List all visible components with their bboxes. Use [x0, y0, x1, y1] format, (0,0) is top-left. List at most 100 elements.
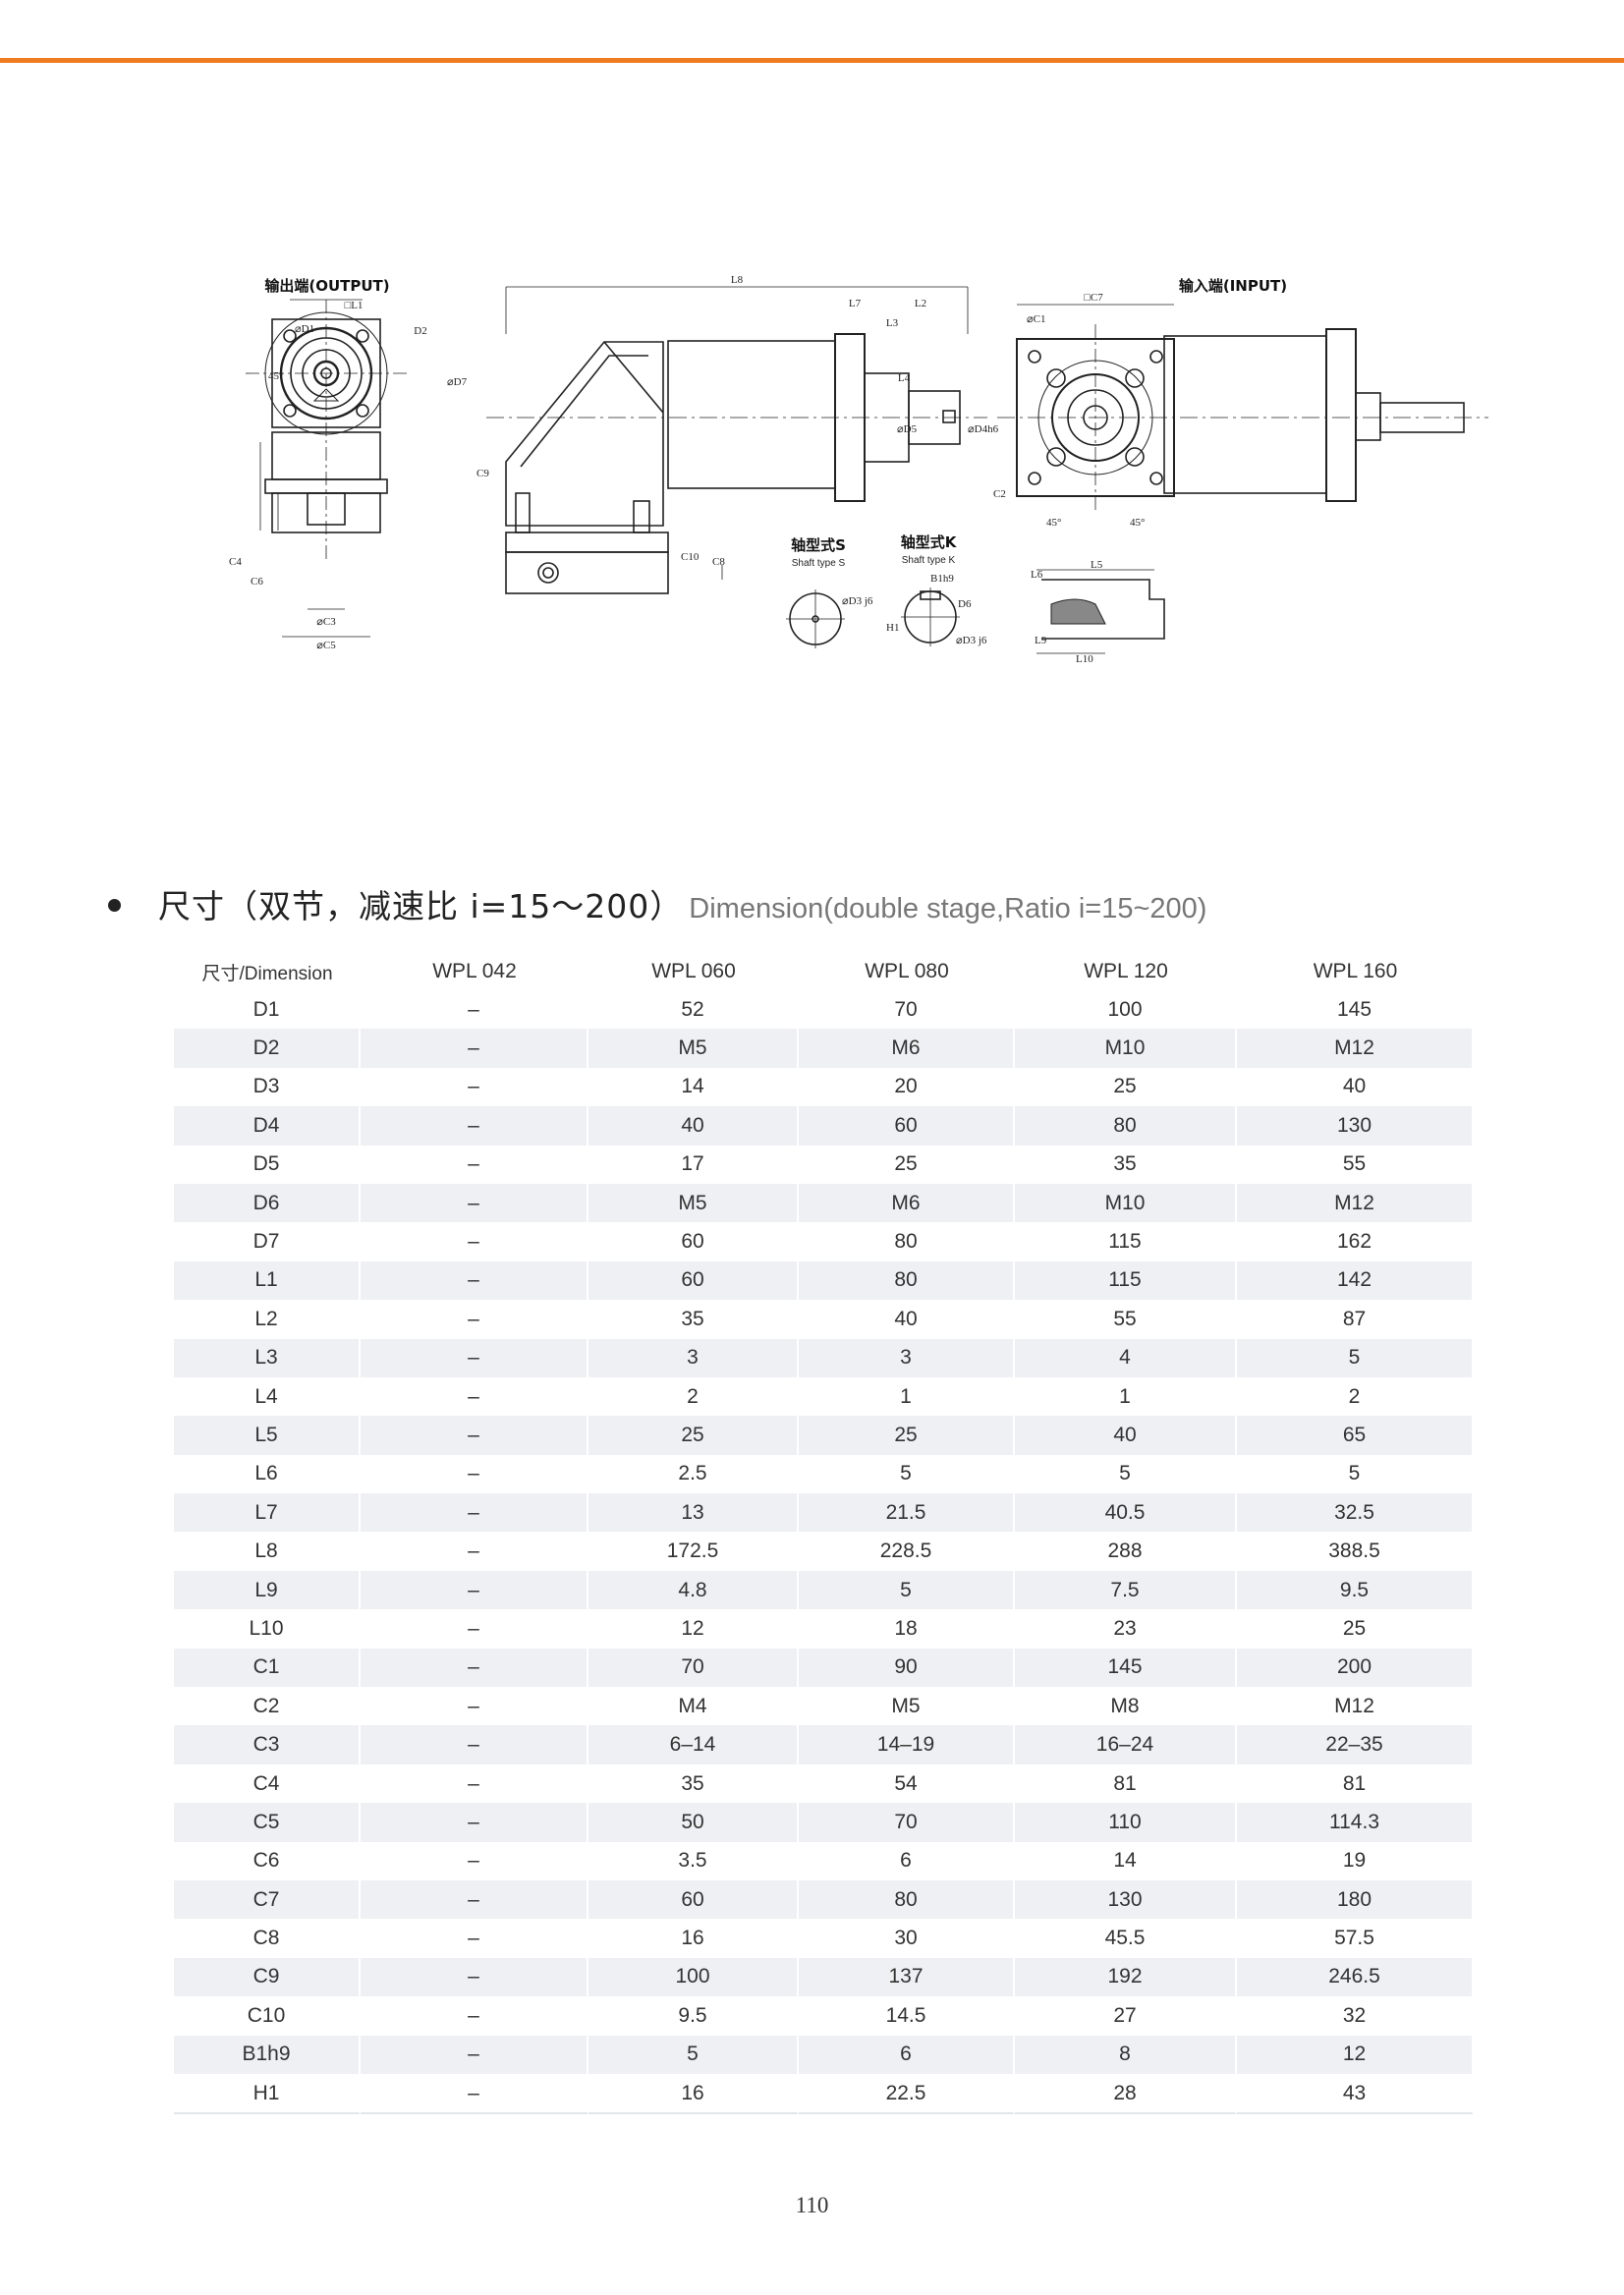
dimension-label-cell: D5: [174, 1145, 361, 1184]
dim-cl1: □L1: [345, 300, 364, 311]
table-cell: 25: [1015, 1067, 1237, 1107]
input-label: 输入端(INPUT): [1179, 277, 1287, 295]
table-cell: 80: [799, 1879, 1015, 1920]
dim-d1: ⌀D1: [295, 323, 314, 335]
table-cell: M10: [1015, 1029, 1237, 1068]
dim-c1: ⌀C1: [1027, 313, 1045, 325]
input-end-view: [997, 304, 1488, 511]
table-cell: M10: [1015, 1183, 1237, 1223]
table-cell: 6–14: [588, 1725, 799, 1764]
table-cell: 130: [1015, 1879, 1237, 1920]
table-cell: 70: [799, 1803, 1015, 1842]
table-cell: 43: [1237, 2073, 1474, 2115]
table-cell: 17: [588, 1145, 799, 1184]
dim-deg45-output: 45°: [268, 370, 283, 382]
table-cell: 60: [588, 1222, 799, 1261]
table-cell: 45.5: [1015, 1919, 1237, 1958]
dimension-label-cell: B1h9: [174, 2035, 361, 2074]
table-cell: 52: [588, 990, 799, 1030]
table-cell: 40: [1015, 1416, 1237, 1455]
table-cell: 145: [1237, 990, 1474, 1030]
shaft-s-title: 轴型式S: [791, 536, 846, 554]
dim-cc7: □C7: [1084, 292, 1103, 304]
dim-c6: C6: [251, 576, 263, 588]
side-view: [486, 286, 987, 594]
dim-c4: C4: [229, 556, 242, 568]
dimension-label-cell: L7: [174, 1493, 361, 1533]
table-cell: –: [361, 1609, 588, 1649]
table-cell: –: [361, 1570, 588, 1610]
dim-c5: ⌀C5: [316, 640, 336, 651]
table-cell: 70: [588, 1648, 799, 1688]
keyway-detail: [1036, 569, 1165, 654]
output-label: 输出端(OUTPUT): [264, 277, 389, 295]
dimension-label-cell: L3: [174, 1338, 361, 1377]
dim-c2: C2: [993, 488, 1006, 500]
table-cell: 21.5: [799, 1493, 1015, 1533]
table-cell: –: [361, 1648, 588, 1688]
table-cell: 388.5: [1237, 1532, 1474, 1571]
dimension-label-cell: C3: [174, 1725, 361, 1764]
table-cell: 246.5: [1237, 1957, 1474, 1997]
table-cell: –: [361, 1454, 588, 1494]
table-cell: 27: [1015, 1996, 1237, 2036]
table-cell: 8: [1015, 2035, 1237, 2074]
table-cell: 5: [799, 1570, 1015, 1610]
table-cell: 18: [799, 1609, 1015, 1649]
table-cell: M5: [799, 1687, 1015, 1726]
table-cell: 100: [1015, 990, 1237, 1030]
page-number: 110: [795, 2193, 829, 2217]
table-cell: 288: [1015, 1532, 1237, 1571]
dimension-label-cell: C5: [174, 1803, 361, 1842]
shaft-s-subtitle: Shaft type S: [792, 558, 846, 569]
table-cell: 115: [1015, 1260, 1237, 1301]
dimension-label-cell: H1: [174, 2073, 361, 2115]
table-header-cell: WPL 160: [1313, 960, 1398, 982]
table-cell: 40: [799, 1300, 1015, 1339]
table-cell: M12: [1237, 1183, 1474, 1223]
dim-c8: C8: [712, 556, 725, 568]
table-cell: –: [361, 1067, 588, 1107]
table-cell: 25: [1237, 1609, 1474, 1649]
dim-l5: L5: [1091, 559, 1103, 571]
table-cell: 54: [799, 1763, 1015, 1804]
table-cell: –: [361, 1725, 588, 1764]
table-cell: 9.5: [1237, 1570, 1474, 1610]
dimension-label-cell: D3: [174, 1067, 361, 1107]
table-cell: 114.3: [1237, 1803, 1474, 1842]
table-cell: 22.5: [799, 2073, 1015, 2115]
table-cell: –: [361, 2035, 588, 2074]
dimension-label-cell: C6: [174, 1841, 361, 1880]
table-cell: –: [361, 1763, 588, 1804]
dim-c10: C10: [681, 551, 700, 563]
table-cell: 228.5: [799, 1532, 1015, 1571]
dimension-label-cell: C4: [174, 1763, 361, 1804]
table-header-cell: WPL 120: [1084, 960, 1168, 982]
table-cell: 3: [799, 1338, 1015, 1377]
section-title-en: Dimension(double stage,Ratio i=15~200): [689, 893, 1207, 924]
table-cell: 110: [1015, 1803, 1237, 1842]
shaft-sections: [786, 588, 960, 648]
gearbox-drawing-svg: 输出端(OUTPUT) 输入端(INPUT) 轴型式S Shaft type S…: [229, 274, 1488, 665]
dimension-label-cell: L5: [174, 1416, 361, 1455]
table-header-cell: WPL 042: [432, 960, 517, 982]
dim-d5: ⌀D5: [897, 423, 918, 435]
table-cell: 115: [1015, 1222, 1237, 1261]
dim-l8: L8: [731, 274, 744, 286]
table-cell: –: [361, 1029, 588, 1068]
table-cell: –: [361, 1493, 588, 1533]
section-title-cn: 尺寸（双节，减速比 i=15～200）: [158, 887, 684, 925]
dim-l3: L3: [886, 317, 899, 329]
table-cell: 60: [588, 1260, 799, 1301]
shaft-k-title: 轴型式K: [901, 533, 958, 551]
table-cell: 3: [588, 1338, 799, 1377]
